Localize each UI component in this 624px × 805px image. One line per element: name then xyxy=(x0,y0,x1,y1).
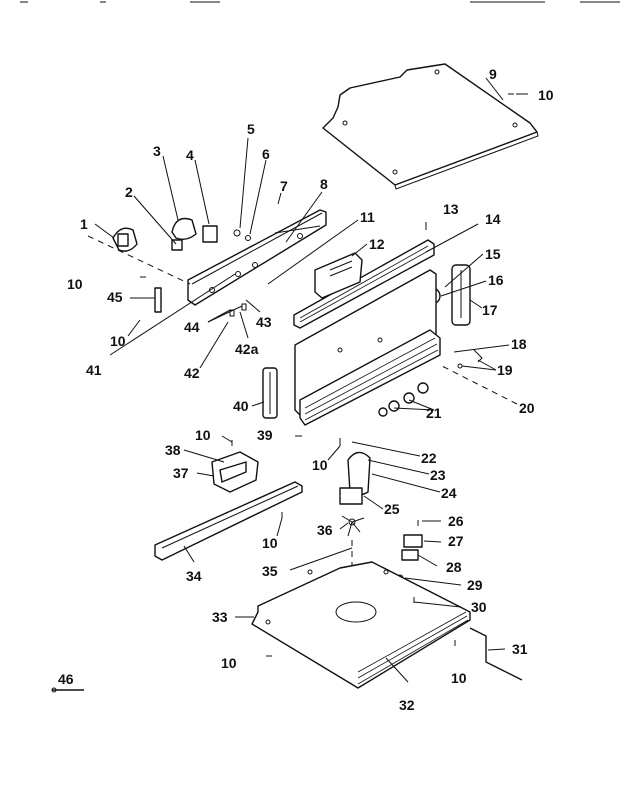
blower-assembly xyxy=(339,451,423,600)
label-44: 44 xyxy=(184,319,200,335)
label-14: 14 xyxy=(485,211,501,227)
label-10-c: 10 xyxy=(195,427,211,443)
label-10-top: 10 xyxy=(538,87,554,103)
label-38: 38 xyxy=(165,442,181,458)
label-10-b: 10 xyxy=(110,333,126,349)
label-10-a: 10 xyxy=(67,276,83,292)
label-28: 28 xyxy=(446,559,462,575)
label-13: 13 xyxy=(443,201,459,217)
label-43: 43 xyxy=(256,314,272,330)
label-3: 3 xyxy=(153,143,161,159)
label-22: 22 xyxy=(421,450,437,466)
upper-rail xyxy=(293,239,435,329)
leader-lines xyxy=(87,77,528,683)
label-21: 21 xyxy=(426,405,442,421)
label-34: 34 xyxy=(186,568,202,584)
part-40 xyxy=(262,367,278,419)
label-9: 9 xyxy=(489,66,497,82)
label-42a: 42a xyxy=(235,341,259,357)
label-8: 8 xyxy=(320,176,328,192)
label-30: 30 xyxy=(471,599,487,615)
label-27: 27 xyxy=(448,533,464,549)
label-4: 4 xyxy=(186,147,194,163)
label-33: 33 xyxy=(212,609,228,625)
label-46: 46 xyxy=(58,671,74,687)
label-11: 11 xyxy=(360,209,375,225)
label-26: 26 xyxy=(448,513,464,529)
label-36: 36 xyxy=(317,522,333,538)
label-41: 41 xyxy=(86,362,102,378)
label-31: 31 xyxy=(512,641,528,657)
label-17: 17 xyxy=(482,302,498,318)
label-15: 15 xyxy=(485,246,501,262)
label-18: 18 xyxy=(511,336,527,352)
label-10-d: 10 xyxy=(312,457,328,473)
knob-parts xyxy=(112,217,251,252)
label-20: 20 xyxy=(519,400,535,416)
label-40: 40 xyxy=(233,398,249,414)
top-panel xyxy=(322,63,539,190)
label-25: 25 xyxy=(384,501,400,517)
base-plate xyxy=(251,561,471,689)
label-37: 37 xyxy=(173,465,189,481)
label-7: 7 xyxy=(280,178,288,194)
label-5: 5 xyxy=(247,121,255,137)
part-labels: 1 2 3 4 5 6 7 8 9 10 11 12 13 14 15 16 1… xyxy=(58,66,554,713)
label-19: 19 xyxy=(497,362,513,378)
label-39: 39 xyxy=(257,427,273,443)
label-24: 24 xyxy=(441,485,457,501)
label-29: 29 xyxy=(467,577,483,593)
lower-panel xyxy=(294,269,483,426)
label-35: 35 xyxy=(262,563,278,579)
label-23: 23 xyxy=(430,467,446,483)
label-32: 32 xyxy=(399,697,415,713)
label-12: 12 xyxy=(369,236,385,252)
label-6: 6 xyxy=(262,146,270,162)
part-46-symbol xyxy=(51,687,84,693)
label-10-g: 10 xyxy=(451,670,467,686)
label-16: 16 xyxy=(488,272,504,288)
label-2: 2 xyxy=(125,184,133,200)
label-10-e: 10 xyxy=(262,535,278,551)
label-1: 1 xyxy=(80,216,88,232)
label-45: 45 xyxy=(107,289,123,305)
lever-31 xyxy=(469,627,523,681)
label-42: 42 xyxy=(184,365,200,381)
label-10-f: 10 xyxy=(221,655,237,671)
